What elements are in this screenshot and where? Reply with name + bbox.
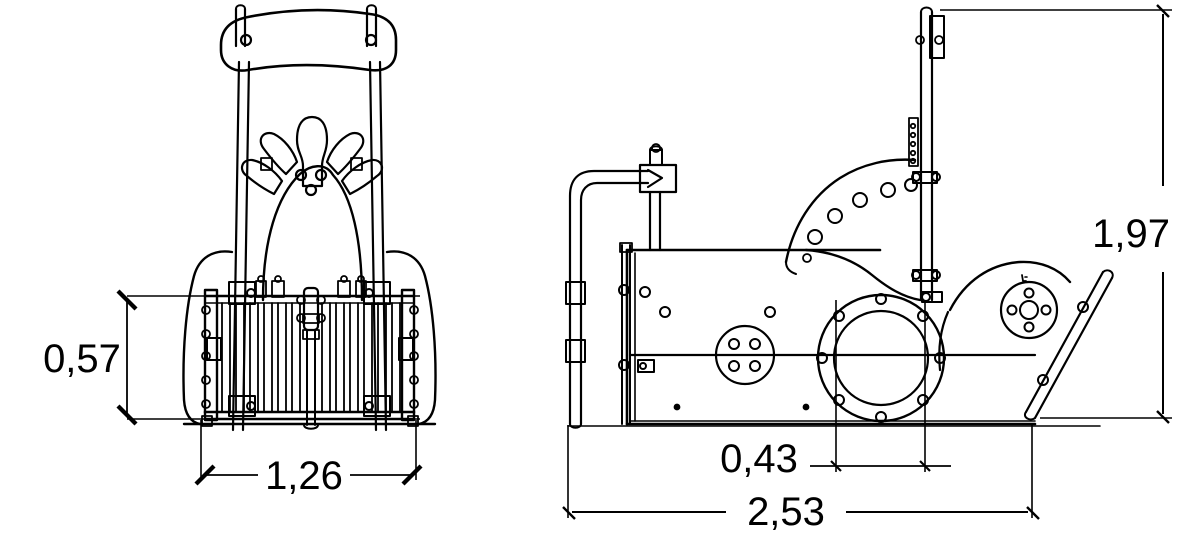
dimension-label-1-26-mask [258, 458, 350, 494]
front-bolt-column-left [201, 305, 222, 409]
dimension-label-0-57: 0,57 [43, 337, 121, 381]
side-handle-post [908, 6, 945, 303]
side-body-panel [625, 248, 1037, 426]
front-fender-right [385, 250, 437, 426]
front-bolt-column-right [398, 305, 419, 409]
side-pipe-coupling-lower [565, 339, 586, 363]
tick-right [919, 460, 931, 472]
side-panel-fasteners [618, 284, 810, 411]
dimension-height-side [940, 4, 1172, 424]
tick-right [1026, 506, 1040, 520]
side-wheel-flange [816, 293, 946, 423]
side-valve-body [638, 143, 678, 194]
tick-left [830, 460, 842, 472]
dimension-height-front [116, 289, 420, 426]
side-diagonal-strut [1021, 269, 1114, 421]
handlebar-stub-right [365, 4, 378, 48]
dimension-label-0-43: 0,43 [720, 437, 798, 481]
side-pipe-riser [648, 190, 662, 252]
front-post-clamp-right [363, 281, 391, 417]
front-post-right [368, 60, 388, 432]
side-cowl [784, 158, 918, 275]
front-top-hardware [255, 275, 367, 298]
front-foot-hardware [201, 415, 419, 427]
side-pipe-coupling-upper [565, 281, 586, 305]
tick-bottom [1156, 410, 1170, 424]
tick-left [562, 506, 576, 520]
tick-top [1156, 4, 1170, 18]
dimension-label-1-26-text: 1,26 [265, 454, 343, 498]
dimension-length-side [562, 425, 1040, 520]
dimension-wheel-width-side [810, 300, 951, 472]
front-fender-left [182, 250, 234, 426]
front-engine-dome [240, 115, 384, 302]
front-centre-shaft [296, 286, 326, 430]
front-post-clamp-left [228, 281, 256, 417]
dimension-label-1-97: 1,97 [1092, 212, 1170, 256]
side-control-pipe [565, 143, 678, 429]
side-rear-housing [938, 260, 1072, 372]
side-view [565, 6, 1114, 429]
side-access-port [714, 324, 776, 386]
side-cowl-vents [807, 178, 918, 245]
handlebar-stub-left [234, 4, 247, 48]
side-left-rail [619, 242, 633, 425]
front-tines [221, 302, 401, 413]
dimension-label-2-53: 2,53 [747, 490, 825, 534]
side-adjuster-strip [908, 117, 919, 167]
